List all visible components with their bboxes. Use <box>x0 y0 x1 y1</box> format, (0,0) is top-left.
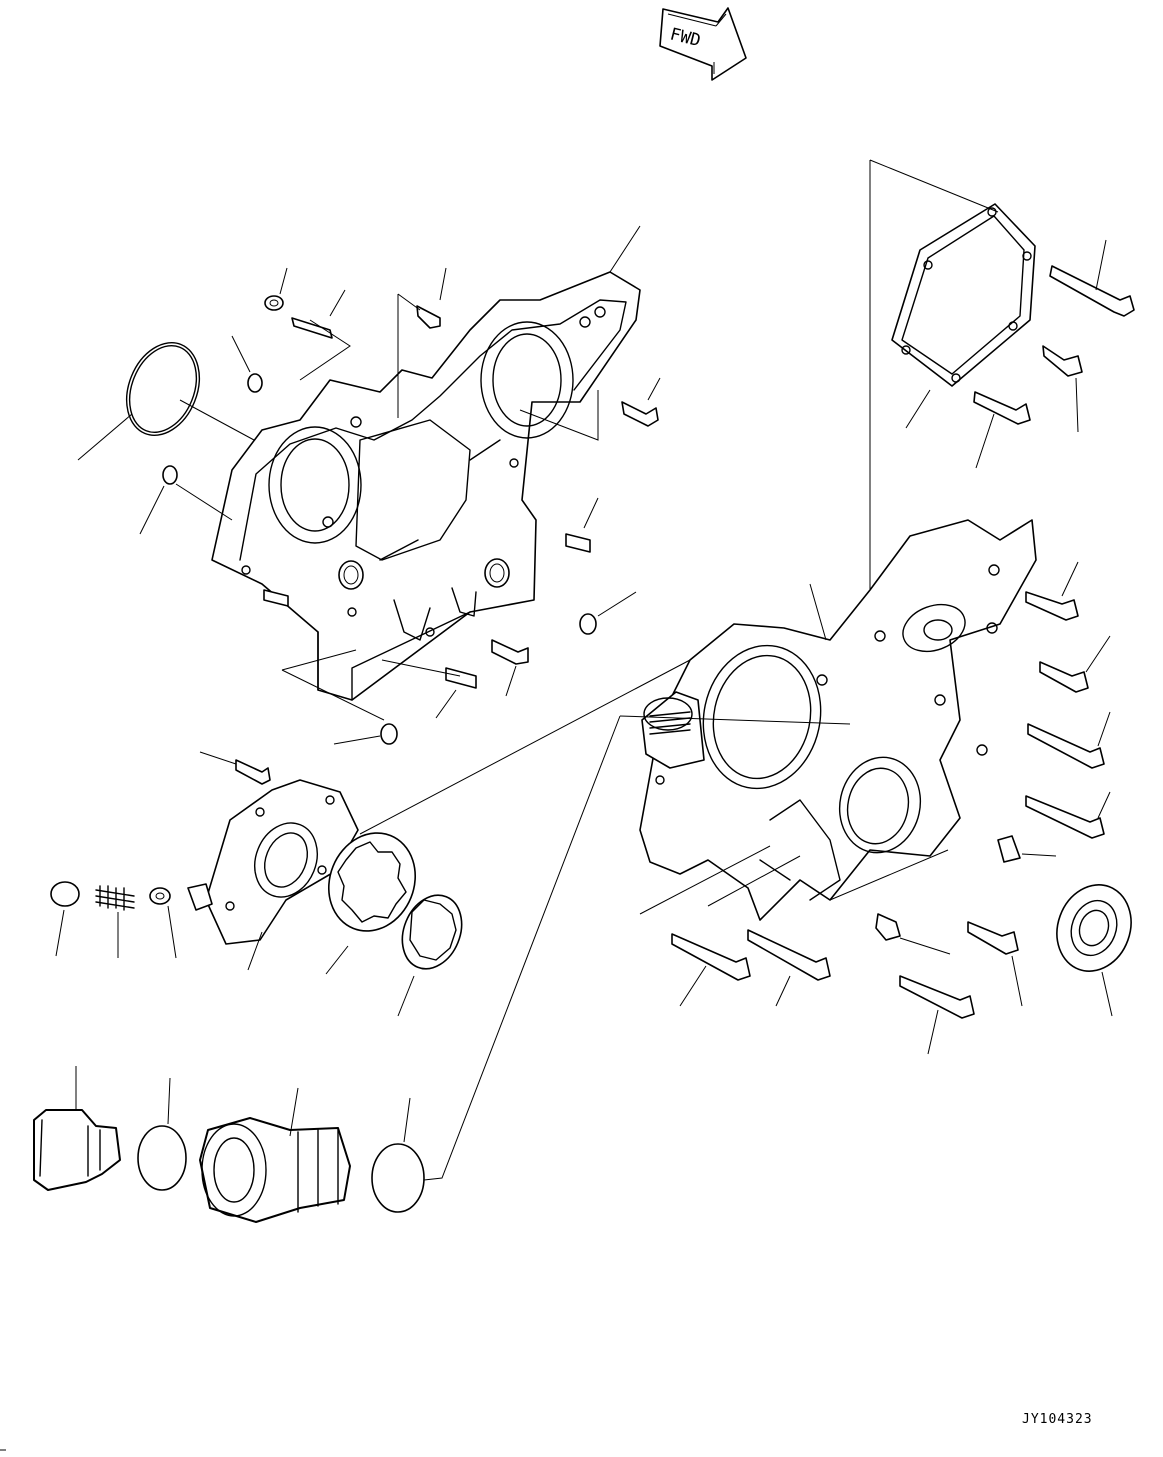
filler-gasket <box>371 715 621 1213</box>
filler-cap <box>33 1066 121 1191</box>
outer-rotor <box>325 832 417 975</box>
timing-case-plate <box>211 271 641 701</box>
oil-seal <box>1056 884 1132 1017</box>
relief-valve-parts <box>50 881 177 959</box>
oil-filler-neck <box>199 1087 351 1223</box>
oil-pump-cover <box>187 659 691 971</box>
front-cover-housing <box>619 519 1037 921</box>
o-ring <box>77 342 200 461</box>
fwd-arrow-icon: FWD <box>659 7 747 81</box>
cap-gasket <box>137 1077 187 1191</box>
bolts-front-cover <box>671 561 1111 1055</box>
bolts-cover <box>973 239 1135 469</box>
drawing-id-label: JY104323 <box>1022 1412 1093 1427</box>
inner-rotor <box>397 894 463 1017</box>
small-parts-upper-left <box>139 225 661 745</box>
